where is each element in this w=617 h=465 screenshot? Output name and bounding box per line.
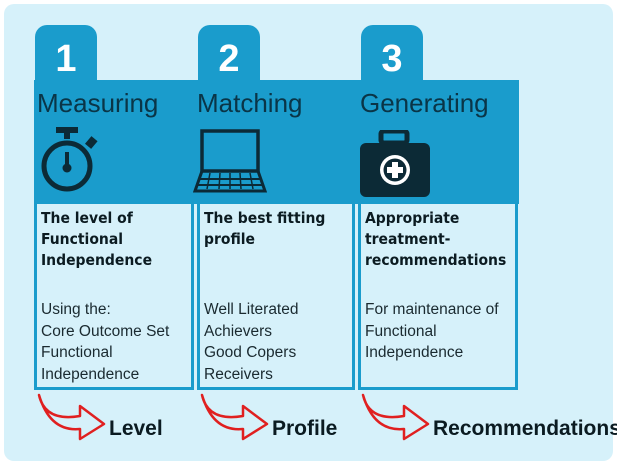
step-3-tab: 3 bbox=[361, 25, 423, 95]
step-2-body-line: Good Copers bbox=[204, 344, 297, 361]
step-3-heading-line: Appropriate bbox=[365, 209, 460, 227]
step-1-tab: 1 bbox=[35, 25, 97, 95]
step-1-heading-line: Functional bbox=[41, 230, 124, 248]
step-2-number: 2 bbox=[218, 38, 240, 80]
step-2-body-line: Well Literated bbox=[204, 301, 299, 318]
step-1-body-line: Functional bbox=[41, 344, 113, 361]
step-1-heading-line: Independence bbox=[41, 251, 153, 269]
step-1-body-line: Core Outcome Set bbox=[41, 322, 170, 340]
step-3-body-line: For maintenance of bbox=[365, 301, 499, 318]
step-3-title: Generating bbox=[360, 88, 489, 118]
step-1-box: The level of Functional Independence Usi… bbox=[34, 204, 194, 390]
step-2-tab: 2 bbox=[198, 25, 260, 95]
stopwatch-icon bbox=[41, 127, 98, 192]
step-3-body-line: Independence bbox=[365, 344, 464, 361]
step-2-title: Matching bbox=[197, 88, 303, 118]
step-2-box: The best fitting profile Well Literated … bbox=[197, 204, 355, 390]
step-2-heading: The best fitting profile bbox=[204, 208, 348, 250]
step-1-output-label: Level bbox=[109, 417, 163, 440]
step-3-box: Appropriate treatment- recommendations F… bbox=[358, 204, 518, 390]
step-3-number: 3 bbox=[381, 38, 403, 80]
step-3-heading-line: treatment- bbox=[365, 230, 451, 248]
step-2-heading-line: profile bbox=[204, 230, 256, 248]
step-1-body-line: Independence bbox=[41, 365, 140, 383]
arrow-to-profile bbox=[200, 393, 269, 441]
step-2-heading-line: The best fitting bbox=[204, 209, 326, 227]
arrow-to-recommendations bbox=[361, 393, 430, 441]
medical-kit-icon bbox=[360, 130, 430, 197]
step-1-heading-line: The level of bbox=[41, 209, 133, 227]
step-2-body-line: Achievers bbox=[204, 322, 273, 340]
step-3-body: For maintenance of Functional Independen… bbox=[365, 299, 511, 364]
step-1-heading: The level of Functional Independence bbox=[41, 208, 187, 271]
header-band bbox=[34, 80, 519, 204]
step-3-heading-line: recommendations bbox=[365, 251, 507, 269]
step-2-body: Well Literated Achievers Good Copers Rec… bbox=[204, 299, 348, 385]
step-3-heading: Appropriate treatment- recommendations bbox=[365, 208, 511, 271]
step-1-body-line: Using the: bbox=[41, 301, 111, 318]
laptop-icon bbox=[193, 129, 267, 193]
step-1-number: 1 bbox=[55, 38, 77, 80]
step-1-body: Using the: Core Outcome Set Functional I… bbox=[41, 299, 187, 385]
arrow-to-level bbox=[37, 393, 106, 441]
step-3-output-label: Recommendations bbox=[433, 417, 617, 440]
step-1-title: Measuring bbox=[37, 88, 159, 118]
step-2-body-line: Receivers bbox=[204, 365, 273, 383]
step-3-body-line: Functional bbox=[365, 322, 437, 340]
step-2-output-label: Profile bbox=[272, 417, 338, 440]
